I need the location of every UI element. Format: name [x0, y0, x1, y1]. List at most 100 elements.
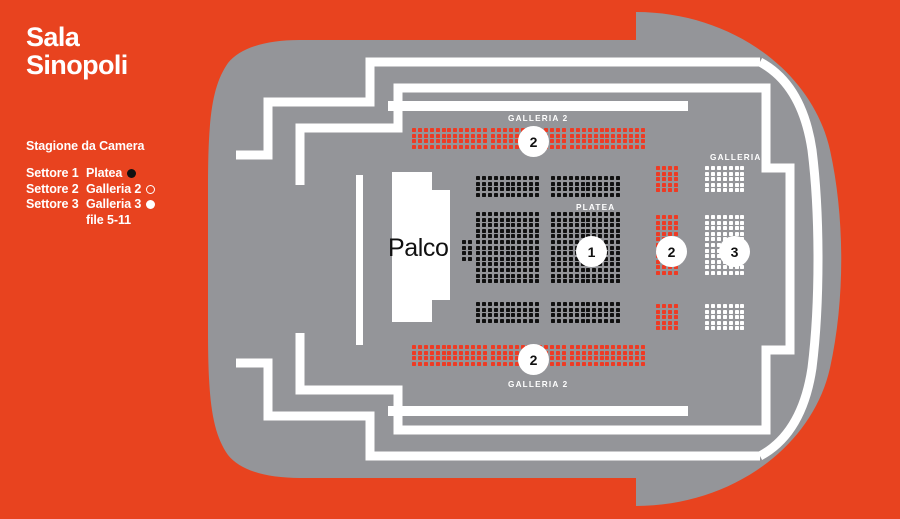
- seat[interactable]: [412, 345, 416, 349]
- seat[interactable]: [656, 231, 660, 236]
- seat[interactable]: [523, 256, 528, 261]
- seat[interactable]: [535, 318, 539, 323]
- seat[interactable]: [562, 245, 567, 250]
- seat[interactable]: [568, 256, 573, 261]
- seat[interactable]: [728, 309, 733, 314]
- seat[interactable]: [640, 350, 645, 355]
- seat[interactable]: [514, 356, 519, 361]
- seat[interactable]: [523, 234, 528, 239]
- seat[interactable]: [523, 181, 528, 186]
- seat[interactable]: [593, 345, 598, 349]
- seat[interactable]: [604, 234, 609, 239]
- seat[interactable]: [555, 133, 560, 138]
- seat[interactable]: [592, 192, 597, 197]
- seat[interactable]: [716, 271, 721, 275]
- seat[interactable]: [523, 251, 528, 256]
- seat[interactable]: [511, 212, 516, 216]
- seat[interactable]: [610, 268, 614, 272]
- seat[interactable]: [551, 223, 555, 228]
- seat[interactable]: [453, 345, 458, 349]
- seat[interactable]: [511, 302, 516, 306]
- seat[interactable]: [476, 279, 480, 284]
- seat[interactable]: [462, 256, 466, 261]
- seat[interactable]: [574, 273, 579, 278]
- seat[interactable]: [441, 139, 446, 144]
- seat[interactable]: [598, 181, 603, 186]
- seat[interactable]: [615, 228, 620, 233]
- seat[interactable]: [592, 212, 597, 216]
- seat[interactable]: [529, 302, 534, 306]
- seat[interactable]: [556, 307, 561, 312]
- seat[interactable]: [476, 234, 480, 239]
- seat[interactable]: [487, 268, 492, 272]
- seat[interactable]: [722, 220, 727, 225]
- seat[interactable]: [722, 188, 727, 193]
- seat[interactable]: [487, 245, 492, 250]
- seat[interactable]: [615, 307, 620, 312]
- seat[interactable]: [562, 192, 567, 197]
- seat[interactable]: [511, 313, 516, 318]
- seat[interactable]: [423, 345, 428, 349]
- seat[interactable]: [529, 262, 534, 267]
- seat[interactable]: [499, 228, 504, 233]
- seat[interactable]: [556, 192, 561, 197]
- seat[interactable]: [517, 212, 522, 216]
- seat[interactable]: [705, 254, 709, 259]
- seat[interactable]: [592, 187, 597, 192]
- seat-block-g2-top-left[interactable]: [412, 128, 489, 150]
- seat[interactable]: [514, 128, 519, 132]
- seat[interactable]: [661, 315, 666, 320]
- badge-platea[interactable]: 1: [576, 236, 607, 267]
- seat[interactable]: [562, 318, 567, 323]
- seat[interactable]: [580, 302, 585, 306]
- seat[interactable]: [562, 302, 567, 306]
- seat[interactable]: [734, 265, 739, 270]
- seat[interactable]: [550, 345, 554, 349]
- seat[interactable]: [550, 356, 554, 361]
- seat[interactable]: [556, 262, 561, 267]
- seat[interactable]: [465, 345, 470, 349]
- seat[interactable]: [447, 144, 452, 149]
- seat[interactable]: [586, 302, 591, 306]
- seat[interactable]: [487, 256, 492, 261]
- seat-block-platea-left-mid[interactable]: [476, 212, 541, 285]
- seat[interactable]: [611, 361, 616, 366]
- seat[interactable]: [574, 268, 579, 272]
- seat[interactable]: [481, 176, 486, 180]
- seat[interactable]: [505, 251, 510, 256]
- seat[interactable]: [568, 245, 573, 250]
- seat[interactable]: [722, 226, 727, 231]
- seat[interactable]: [493, 245, 498, 250]
- seat[interactable]: [481, 313, 486, 318]
- seat[interactable]: [705, 177, 709, 182]
- seat[interactable]: [722, 304, 727, 308]
- seat[interactable]: [508, 133, 513, 138]
- seat[interactable]: [556, 302, 561, 306]
- seat[interactable]: [734, 304, 739, 308]
- seat[interactable]: [575, 356, 580, 361]
- seat[interactable]: [587, 361, 592, 366]
- seat[interactable]: [740, 226, 745, 231]
- seat[interactable]: [722, 171, 727, 176]
- seat[interactable]: [511, 192, 516, 197]
- seat[interactable]: [705, 243, 709, 247]
- seat[interactable]: [615, 256, 620, 261]
- seat[interactable]: [556, 228, 561, 233]
- seat[interactable]: [716, 177, 721, 182]
- seat[interactable]: [575, 139, 580, 144]
- seat[interactable]: [661, 171, 666, 176]
- seat[interactable]: [593, 361, 598, 366]
- seat[interactable]: [604, 313, 609, 318]
- seat[interactable]: [561, 350, 566, 355]
- seat[interactable]: [734, 166, 739, 170]
- seat[interactable]: [499, 212, 504, 216]
- seat[interactable]: [435, 139, 440, 144]
- seat[interactable]: [586, 192, 591, 197]
- seat[interactable]: [586, 273, 591, 278]
- seat[interactable]: [481, 217, 486, 222]
- seat[interactable]: [623, 345, 628, 349]
- seat[interactable]: [535, 217, 539, 222]
- seat[interactable]: [605, 356, 610, 361]
- seat[interactable]: [615, 234, 620, 239]
- seat[interactable]: [728, 315, 733, 320]
